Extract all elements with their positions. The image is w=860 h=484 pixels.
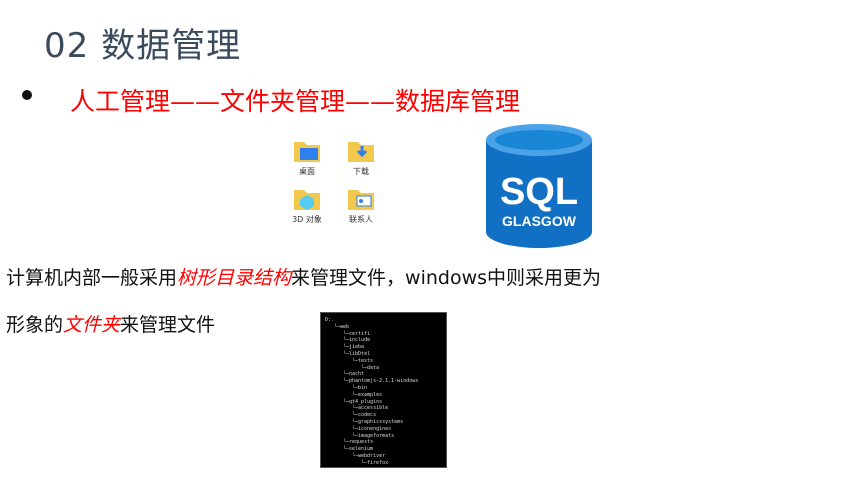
3d-objects-folder-icon: 3D 对象 xyxy=(283,186,331,225)
bullet-point xyxy=(22,90,32,100)
folder-label: 桌面 xyxy=(299,167,315,176)
tree-line: └─examples xyxy=(352,391,383,398)
tree-line: └─data xyxy=(361,364,380,371)
tree-line: └─nacht xyxy=(343,371,365,378)
folder-label: 下载 xyxy=(353,167,369,176)
tree-line: └─web xyxy=(334,323,350,330)
tree-line: └─graphicssystems xyxy=(352,419,404,425)
highlight-text: 文件夹 xyxy=(63,314,121,336)
contacts-folder-icon: 联系人 xyxy=(337,186,385,225)
text-span: 计算机内部一般采用 xyxy=(6,267,178,289)
tree-line: └─codecs xyxy=(352,412,377,419)
folder-icons-image: 桌面 下载 3D 对象 联系人 xyxy=(283,138,383,233)
text-span: 来管理文件，windows中则采用更为 xyxy=(291,267,602,289)
tree-line: └─tests xyxy=(352,357,374,364)
tree-line: └─libDtel xyxy=(343,351,371,357)
tree-line: └─bin xyxy=(352,385,368,391)
tree-line: └─webdriver xyxy=(352,453,386,459)
tree-line: └─qt4_plugins xyxy=(343,398,383,405)
sql-logo-subtext: GLASGOW xyxy=(502,213,577,229)
folder-label: 联系人 xyxy=(349,215,373,224)
tree-line: └─imageformats xyxy=(352,432,395,439)
tree-line: └─requests xyxy=(343,439,374,446)
desktop-folder-icon: 桌面 xyxy=(283,138,331,177)
directory-tree-image: D:.└─web└─certifi└─include└─jieba└─libDt… xyxy=(320,312,447,468)
tree-line: └─phantomjs-2.1.1-windows xyxy=(343,378,419,385)
tree-line: └─include xyxy=(343,337,371,344)
paragraph-line-1: 计算机内部一般采用树形目录结构来管理文件，windows中则采用更为 xyxy=(6,263,601,290)
tree-line: D:. xyxy=(325,317,335,323)
bullet-text: 人工管理——文件夹管理——数据库管理 xyxy=(70,87,521,116)
text-span: 来管理文件 xyxy=(120,314,216,336)
tree-line: └─certifi xyxy=(343,330,371,337)
sql-logo-text: SQL xyxy=(500,171,578,213)
tree-line: └─selenium xyxy=(343,446,374,453)
tree-line: └─iconengines xyxy=(352,425,392,432)
sql-database-logo: SQL GLASGOW xyxy=(486,124,592,248)
highlight-text: 树形目录结构 xyxy=(177,267,292,289)
paragraph-line-2: 形象的文件夹来管理文件 xyxy=(6,310,215,337)
tree-line: └─jieba xyxy=(343,344,365,351)
tree-line: └─firefox xyxy=(361,459,389,466)
page-title: 02 数据管理 xyxy=(44,26,242,66)
tree-line: └─accessible xyxy=(352,405,389,412)
folder-label: 3D 对象 xyxy=(292,215,322,224)
download-folder-icon: 下载 xyxy=(337,138,385,177)
text-span: 形象的 xyxy=(6,314,64,336)
